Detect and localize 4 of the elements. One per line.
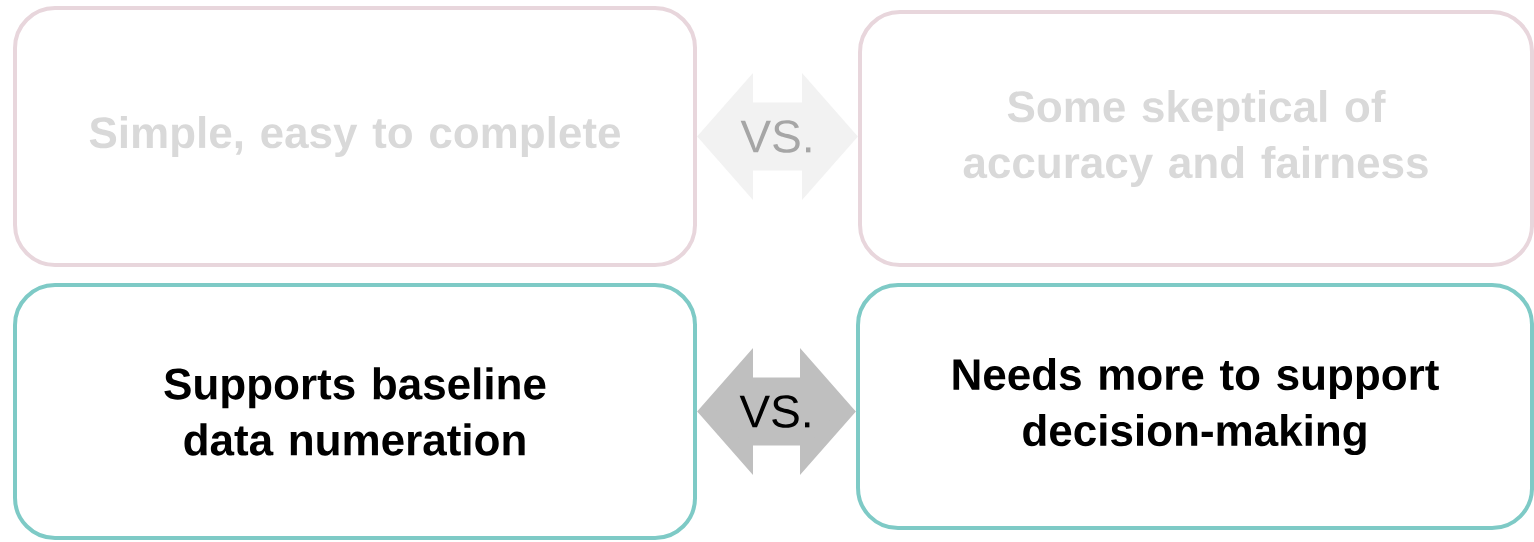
- statement-box: Needs more to support decision-making: [856, 283, 1534, 530]
- statement-box: Supports baseline data numeration: [13, 283, 697, 540]
- edge-label: VS.: [738, 118, 817, 155]
- edge-label: VS.: [737, 393, 816, 430]
